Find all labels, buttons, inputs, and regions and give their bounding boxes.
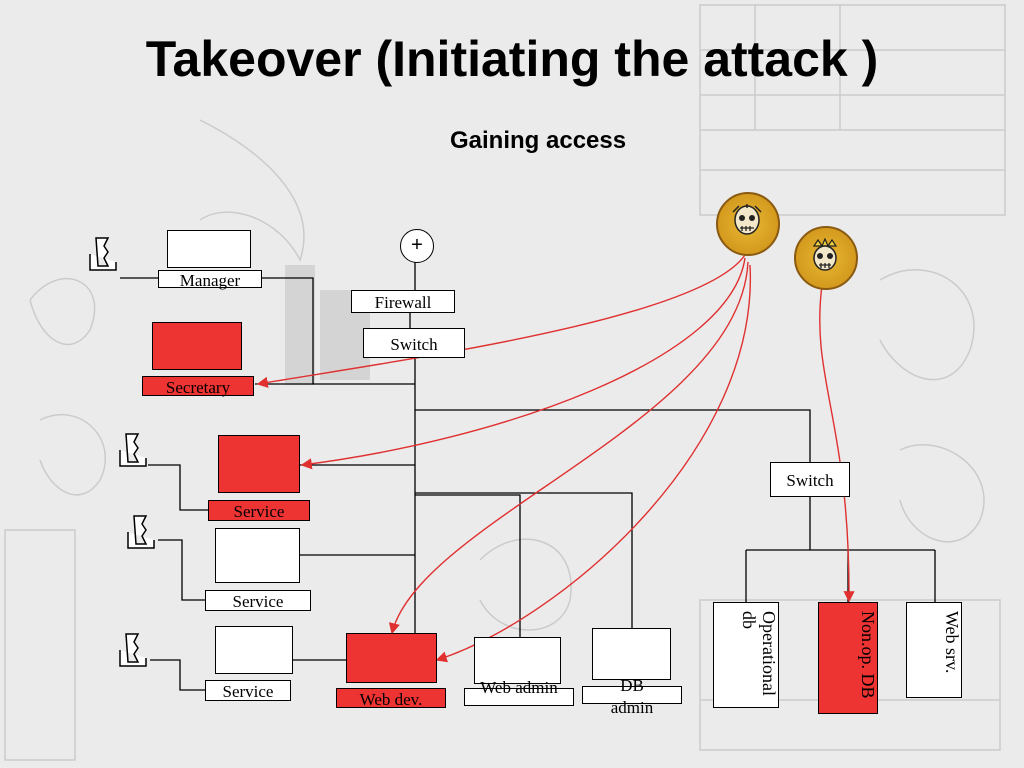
db-admin-workstation[interactable] [592,628,671,680]
slide-subtitle: Gaining access [450,127,627,154]
hacker-skull-badge [716,192,780,256]
internet-node[interactable]: + [400,229,434,263]
db-admin-label-frame [582,686,682,704]
user-icon-manager [89,237,117,271]
manager-workstation[interactable] [167,230,251,268]
switch-server[interactable]: Switch [770,462,850,497]
skull-icon [732,204,762,235]
service-2-label: Service [205,590,311,611]
web-dev-label: Web dev. [336,688,446,708]
secretary-workstation[interactable] [152,322,242,370]
operational-db-server[interactable]: Operational db [713,602,779,708]
non-op-db-server[interactable]: Non.op. DB [818,602,878,714]
service-2-workstation[interactable] [215,528,300,583]
service-1-workstation[interactable] [218,435,300,493]
secretary-label: Secretary [142,376,254,396]
hacker-crown-badge [794,226,858,290]
crowned-skull-icon [812,238,838,271]
service-3-workstation[interactable] [215,626,293,674]
manager-label: Manager [158,270,262,289]
web-admin-label-frame [464,688,574,706]
service-3-label: Service [205,680,291,701]
user-icon-service-1 [119,433,147,467]
web-dev-workstation[interactable] [346,633,437,683]
slide-title: Takeover (Initiating the attack ) [145,31,879,87]
user-icon-service-2 [127,515,155,549]
web-admin-label: Web admin [480,678,558,697]
firewall[interactable]: Firewall [351,290,455,313]
switch-core[interactable]: Switch [363,328,465,358]
user-icon-service-3 [119,633,147,667]
web-srv-server[interactable]: Web srv. [906,602,962,698]
db-admin-label: DB admin [610,676,654,718]
service-1-label: Service [208,500,310,521]
